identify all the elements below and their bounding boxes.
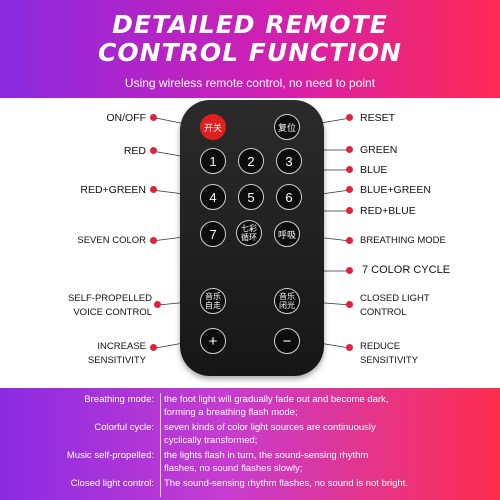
dot-red [150, 147, 157, 154]
dot-blue [346, 166, 353, 173]
label-red-blue: RED+BLUE [360, 205, 416, 217]
reduce-sensitivity-button[interactable]: − [274, 328, 300, 354]
desc-value-closed: The sound-sensing rhythm flashes, no sou… [164, 478, 408, 489]
dot-color-cycle [346, 267, 353, 274]
desc-value-music: the lights flash in turn, the sound-sens… [164, 450, 369, 461]
label-voice-control: VOICE CONTROL [73, 307, 152, 318]
dot-blue-green [346, 186, 353, 193]
dot-seven-color [150, 237, 157, 244]
dot-self-propelled [154, 301, 161, 308]
description-divider [160, 393, 161, 497]
label-reset: RESET [360, 112, 396, 124]
header-banner: DETAILED REMOTE CONTROL FUNCTION Using w… [0, 0, 500, 98]
voice-label-bottom: 自走 [205, 301, 221, 310]
button-1-red[interactable]: 1 [200, 148, 226, 174]
voice-control-button[interactable]: 音乐 自走 [200, 288, 226, 314]
closed-label-top: 音乐 [279, 292, 295, 301]
breathing-button[interactable]: 呼吸 [274, 221, 300, 247]
desc-value-colorful: seven kinds of color light sources are c… [164, 422, 376, 433]
label-on-off: ON/OFF [106, 112, 146, 124]
desc-key-colorful: Colorful cycle: [94, 422, 154, 433]
label-seven-color: SEVEN COLOR [77, 235, 146, 246]
dot-red-blue [346, 207, 353, 214]
increase-sensitivity-button[interactable]: + [200, 328, 226, 354]
desc-key-breathing: Breathing mode: [84, 394, 154, 405]
label-breathing-mode: BREATHING MODE [360, 235, 446, 246]
desc-value-colorful-2: cyclically transformed; [164, 435, 258, 446]
remote-control: 开关 复位 1 2 3 4 5 6 7 七彩 循环 呼吸 音乐 自走 音乐 闭光… [180, 100, 324, 376]
label-self-propelled: SELF-PROPELLED [68, 293, 152, 304]
label-color-cycle: 7 COLOR CYCLE [362, 264, 451, 276]
dot-green [346, 146, 353, 153]
label-red: RED [123, 145, 146, 157]
button-6-blue-green[interactable]: 6 [276, 184, 302, 210]
button-5-red-blue[interactable]: 5 [238, 184, 264, 210]
label-reduce: REDUCE [360, 341, 401, 352]
label-increase-sensitivity: SENSITIVITY [87, 355, 146, 366]
dot-increase [150, 344, 157, 351]
reset-button[interactable]: 复位 [274, 114, 300, 140]
desc-key-closed: Closed light control: [70, 478, 154, 489]
button-2-green[interactable]: 2 [238, 148, 264, 174]
label-closed-light: CLOSED LIGHT [360, 293, 430, 304]
voice-label-top: 音乐 [205, 292, 221, 301]
dot-on-off [150, 114, 157, 121]
label-green: GREEN [360, 144, 398, 156]
color-cycle-button[interactable]: 七彩 循环 [236, 220, 262, 246]
label-reduce-sensitivity: SENSITIVITY [360, 355, 419, 366]
desc-value-breathing: the foot light will gradually fade out a… [164, 394, 389, 405]
label-closed-light-control: CONTROL [360, 307, 407, 318]
page-subtitle: Using wireless remote control, no need t… [124, 76, 376, 90]
dot-breathing [346, 237, 353, 244]
label-blue-green: BLUE+GREEN [360, 184, 431, 196]
dot-closed-light [346, 301, 353, 308]
power-button[interactable]: 开关 [200, 114, 226, 140]
desc-value-breathing-2: forming a breathing flash mode; [164, 407, 298, 418]
label-increase: INCREASE [97, 341, 146, 352]
label-blue: BLUE [360, 164, 388, 176]
desc-key-music: Music self-propelled: [66, 450, 154, 461]
dot-red-green [150, 186, 157, 193]
page-title-line1: DETAILED REMOTE [112, 10, 388, 39]
desc-value-music-2: flashes, no sound flashes slowly; [164, 463, 303, 474]
color-cycle-label-bottom: 循环 [241, 233, 257, 242]
dot-reset [346, 114, 353, 121]
button-7-seven-color[interactable]: 7 [200, 221, 226, 247]
dot-reduce [346, 344, 353, 351]
description-panel: Breathing mode: the foot light will grad… [0, 388, 500, 500]
color-cycle-label-top: 七彩 [241, 224, 257, 233]
page-title-line2: CONTROL FUNCTION [98, 38, 402, 67]
label-red-green: RED+GREEN [80, 184, 146, 196]
closed-light-button[interactable]: 音乐 闭光 [274, 288, 300, 314]
button-3-blue[interactable]: 3 [276, 148, 302, 174]
button-4-red-green[interactable]: 4 [200, 184, 226, 210]
closed-label-bottom: 闭光 [279, 301, 295, 310]
